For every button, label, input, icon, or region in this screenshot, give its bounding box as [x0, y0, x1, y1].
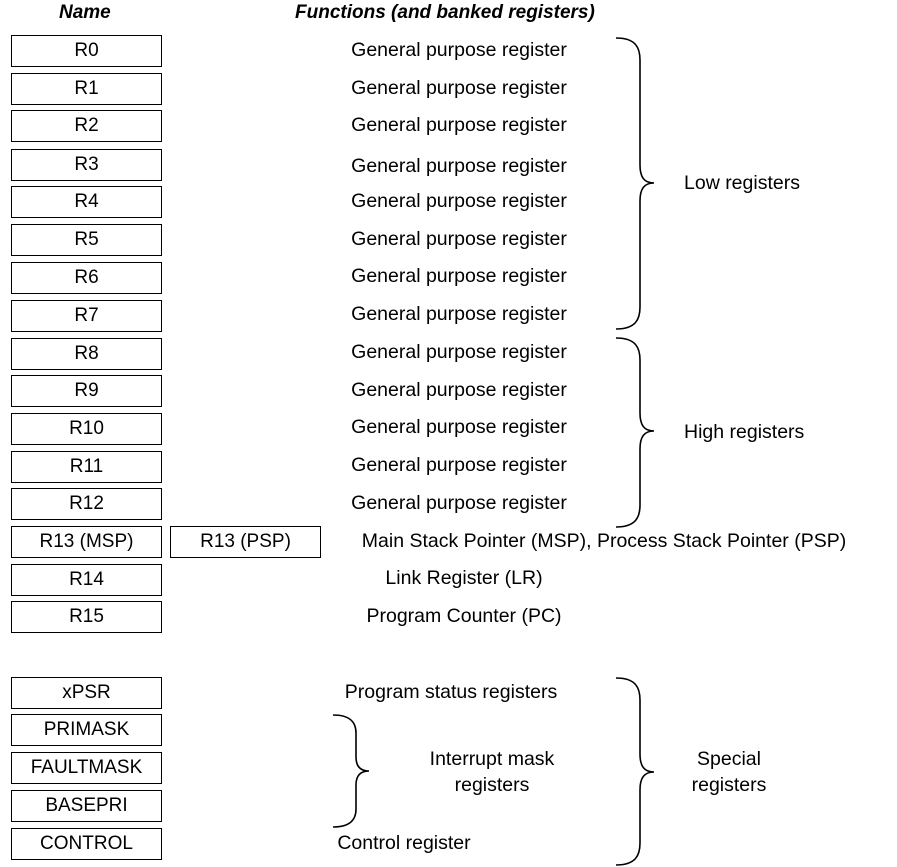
- interrupt-mask-line1: Interrupt mask: [429, 748, 555, 770]
- functions-column-header: Functions (and banked registers): [295, 2, 595, 23]
- name-column-header: Name: [59, 2, 111, 23]
- interrupt-mask-label: Interrupt mask registers: [412, 746, 572, 798]
- register-function: General purpose register: [351, 228, 567, 250]
- register-function: General purpose register: [351, 303, 567, 325]
- high-registers-label: High registers: [684, 421, 805, 443]
- register-box: R7: [11, 300, 162, 332]
- register-box: R6: [11, 262, 162, 294]
- register-function: General purpose register: [351, 416, 567, 438]
- register-function: General purpose register: [351, 114, 567, 136]
- register-box: R14: [11, 564, 162, 596]
- interrupt-mask-brace: [332, 714, 370, 828]
- register-box: R11: [11, 451, 162, 483]
- register-function: Program Counter (PC): [366, 605, 562, 627]
- special-register-box: xPSR: [11, 677, 162, 709]
- register-function: General purpose register: [351, 265, 567, 287]
- register-function: General purpose register: [351, 190, 567, 212]
- special-register-box: BASEPRI: [11, 790, 162, 822]
- low-registers-brace: [615, 37, 655, 330]
- register-function: Link Register (LR): [385, 567, 543, 589]
- register-function: General purpose register: [351, 379, 567, 401]
- special-register-box: CONTROL: [11, 828, 162, 860]
- register-function: General purpose register: [351, 39, 567, 61]
- xpsr-function: Program status registers: [344, 681, 558, 703]
- register-box: R5: [11, 224, 162, 256]
- special-registers-line2: registers: [691, 774, 767, 796]
- register-box: R0: [11, 35, 162, 67]
- register-box: R12: [11, 488, 162, 520]
- register-box: R4: [11, 186, 162, 218]
- register-box: R3: [11, 149, 162, 181]
- register-function: General purpose register: [351, 454, 567, 476]
- register-box: R15: [11, 601, 162, 633]
- control-function: Control register: [337, 832, 471, 854]
- special-registers-brace: [615, 677, 655, 866]
- special-registers-label: Special registers: [670, 746, 788, 798]
- register-box: R1: [11, 73, 162, 105]
- register-function: General purpose register: [351, 77, 567, 99]
- register-function: General purpose register: [351, 492, 567, 514]
- register-box: R10: [11, 413, 162, 445]
- special-registers-line1: Special: [697, 748, 761, 770]
- special-register-box: PRIMASK: [11, 714, 162, 746]
- high-registers-brace: [615, 337, 655, 528]
- register-box: R8: [11, 338, 162, 370]
- register-box: R9: [11, 375, 162, 407]
- register-function: Main Stack Pointer (MSP), Process Stack …: [361, 530, 847, 552]
- low-registers-label: Low registers: [684, 172, 800, 194]
- register-function: General purpose register: [351, 341, 567, 363]
- register-box: R13 (MSP): [11, 526, 162, 558]
- banked-register-box: R13 (PSP): [170, 526, 321, 558]
- interrupt-mask-line2: registers: [454, 774, 530, 796]
- register-function: General purpose register: [351, 155, 567, 177]
- special-register-box: FAULTMASK: [11, 752, 162, 784]
- register-box: R2: [11, 110, 162, 142]
